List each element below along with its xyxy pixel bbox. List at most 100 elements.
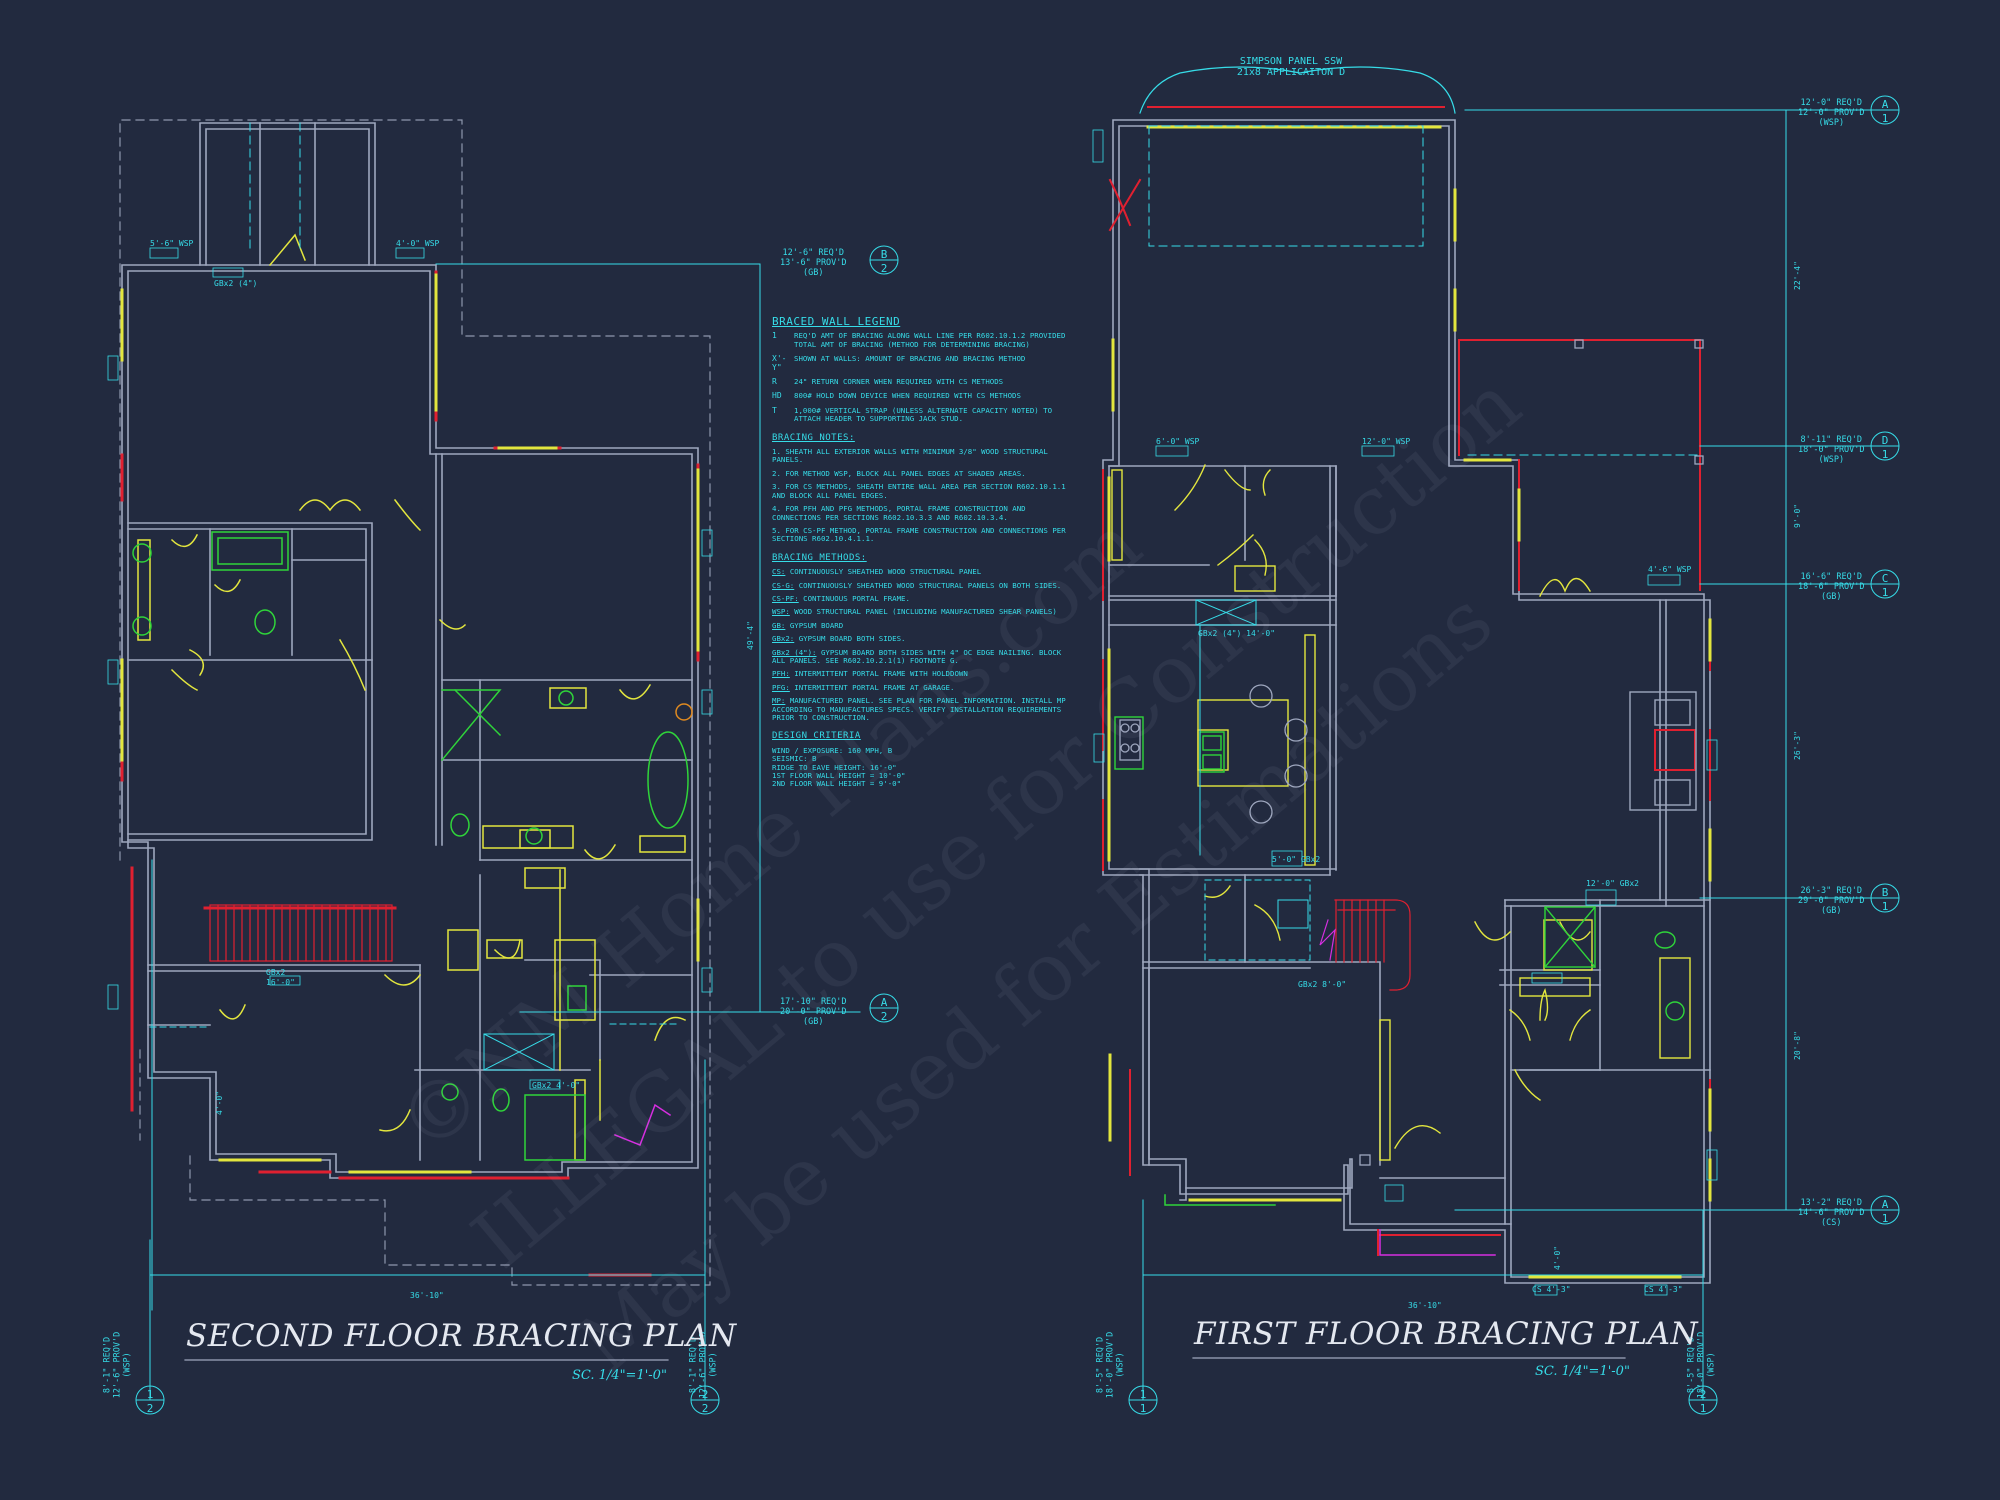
overall-dim: 36'-10" xyxy=(1408,1301,1442,1310)
bracing-callout: 8'-11" REQ'D 18'-0" PROV'D (WSP) xyxy=(1798,435,1865,465)
grid-letter: 1 xyxy=(1140,1388,1147,1401)
callout-prov: 12'-6" PROV'D xyxy=(112,1331,123,1399)
wall-label: 4'-0" WSP xyxy=(396,239,440,248)
method-text: GYPSUM BOARD xyxy=(789,620,844,630)
bracing-method: PFG: INTERMITTENT PORTAL FRAME AT GARAGE… xyxy=(772,682,1072,692)
bracing-method: PFH: INTERMITTENT PORTAL FRAME WITH HOLD… xyxy=(772,670,1072,678)
wall-label: GBx2 4'-0" xyxy=(532,1081,580,1090)
callout-req: 26'-3" REQ'D xyxy=(1800,886,1862,896)
overall-dim: 36'-10" xyxy=(410,1291,444,1300)
callout-method: (GB) xyxy=(1821,906,1842,916)
grid-number: 1 xyxy=(1882,586,1889,599)
legend-text: 800# HOLD DOWN DEVICE WHEN REQUIRED WITH… xyxy=(794,391,1021,401)
method-text: INTERMITTENT PORTAL FRAME WITH HOLDDOWN xyxy=(794,669,968,679)
wall-label: 6'-0" WSP xyxy=(1156,437,1200,446)
wall-label: CS 4'-3" xyxy=(1644,1285,1683,1294)
callout-method: (GB) xyxy=(803,268,824,278)
bracing-method: WSP: WOOD STRUCTURAL PANEL (INCLUDING MA… xyxy=(772,608,1072,616)
bracing-method: GBx2 (4"): GYPSUM BOARD BOTH SIDES WITH … xyxy=(772,647,1072,666)
method-tag: GB: xyxy=(772,620,786,630)
method-text: CONTINUOUS PORTAL FRAME. xyxy=(803,593,910,603)
right-dim: 26'-3" xyxy=(1793,731,1802,760)
wall-label: GBx2 (4") xyxy=(214,279,257,288)
wall-label: 5'-0" GBx2 xyxy=(1272,855,1320,864)
legend-symbol: X'-Y" xyxy=(772,354,787,372)
bracing-note: 3. FOR CS METHODS, SHEATH ENTIRE WALL AR… xyxy=(772,482,1066,500)
grid-number: 2 xyxy=(881,1010,888,1023)
vertical-dim: 49'-4" xyxy=(746,621,755,650)
wall-label: 5'-6" WSP xyxy=(150,239,194,248)
bracing-callout: 12'-6" REQ'D 13'-6" PROV'D (GB) xyxy=(780,248,847,278)
simpson-panel-label: SIMPSON PANEL SSW 21x8 APPLICAITON D xyxy=(1236,56,1346,78)
right-dim: 9'-0" xyxy=(1793,504,1802,528)
callout-req: 8'-5" REQ'D xyxy=(1095,1336,1106,1394)
first-floor-scale: SC. 1/4"=1'-0" xyxy=(1535,1364,1630,1379)
callout-method: (WSP) xyxy=(1706,1352,1717,1378)
first-floor-plan xyxy=(1092,66,1900,1415)
legend-item: HD 800# HOLD DOWN DEVICE WHEN REQUIRED W… xyxy=(772,391,1072,401)
wall-label: 4'-6" WSP xyxy=(1648,565,1692,574)
grid-letter: D xyxy=(1882,434,1889,447)
grid-number: 1 xyxy=(1882,448,1889,461)
callout-prov: 18'-6" PROV'D xyxy=(1798,582,1865,592)
legend-text: 24" RETURN CORNER WHEN REQUIRED WITH CS … xyxy=(794,377,1004,387)
design-criteria-title: DESIGN CRITERIA xyxy=(772,731,861,742)
bracing-callout: 26'-3" REQ'D 29'-0" PROV'D (GB) xyxy=(1798,886,1865,916)
callout-method: (WSP) xyxy=(1818,118,1845,128)
design-criterion: WIND / EXPOSURE: 160 MPH, B xyxy=(772,745,893,755)
callout-req: 12'-0" REQ'D xyxy=(1800,98,1862,108)
legend-title: BRACED WALL LEGEND xyxy=(772,315,901,328)
callout-req: 8'-1" REQ'D xyxy=(102,1336,113,1394)
legend-symbol: HD xyxy=(772,391,782,401)
method-tag: MP: xyxy=(772,696,786,706)
callout-prov: 14'-6" PROV'D xyxy=(1798,1208,1865,1218)
wall-label: CS 4'-3" xyxy=(1532,1285,1571,1294)
callout-req: 13'-2" REQ'D xyxy=(1800,1198,1862,1208)
method-tag: GBx2 (4"): xyxy=(772,647,817,657)
right-dim: 20'-8" xyxy=(1793,1031,1802,1060)
method-text: CONTINUOUSLY SHEATHED WOOD STRUCTURAL PA… xyxy=(789,567,982,577)
grid-number: 2 xyxy=(702,1402,709,1415)
grid-number: 1 xyxy=(1882,112,1889,125)
method-tag: PFG: xyxy=(772,682,790,692)
callout-prov: 12'-0" PROV'D xyxy=(1798,108,1865,118)
wall-label: 12'-0" WSP xyxy=(1362,437,1410,446)
bracing-note: 4. FOR PFH AND PFG METHODS, PORTAL FRAME… xyxy=(772,504,1026,522)
grid-letter: 1 xyxy=(147,1388,154,1401)
grid-letter: 2 xyxy=(1700,1388,1707,1401)
wall-label: 16'-0" xyxy=(266,978,295,987)
bracing-callout: 13'-2" REQ'D 14'-6" PROV'D (CS) xyxy=(1798,1198,1865,1228)
callout-prov: 18'-0" PROV'D xyxy=(1798,445,1865,455)
wall-label: GBx2 8'-0" xyxy=(1298,980,1346,989)
braced-wall-legend: BRACED WALL LEGEND 1 REQ'D AMT OF BRACIN… xyxy=(772,315,1072,789)
wall-label: 4'-0" xyxy=(215,1091,224,1115)
callout-method: (CS) xyxy=(1821,1218,1842,1228)
method-text: WOOD STRUCTURAL PANEL (INCLUDING MANUFAC… xyxy=(794,607,1057,617)
wall-label: 4'-0" xyxy=(1553,1246,1562,1270)
bracing-note: 2. FOR METHOD WSP, BLOCK ALL PANEL EDGES… xyxy=(772,468,1026,478)
grid-number: 2 xyxy=(147,1402,154,1415)
bracing-callout: 12'-0" REQ'D 12'-0" PROV'D (WSP) xyxy=(1798,98,1865,128)
method-text: INTERMITTENT PORTAL FRAME AT GARAGE. xyxy=(794,682,955,692)
bracing-callout-left: 8'-5" REQ'D 18'-0" PROV'D (WSP) xyxy=(1095,1332,1125,1399)
bracing-methods-title: BRACING METHODS: xyxy=(772,552,867,563)
bracing-method: CS: CONTINUOUSLY SHEATHED WOOD STRUCTURA… xyxy=(772,567,1072,577)
method-text: GYPSUM BOARD BOTH SIDES. xyxy=(798,634,906,644)
grid-number: 1 xyxy=(1882,1212,1889,1225)
callout-method: (GB) xyxy=(1821,592,1842,602)
grid-letter: B xyxy=(1882,886,1889,899)
grid-number: 1 xyxy=(1882,900,1889,913)
legend-text: 1,000# VERTICAL STRAP (UNLESS ALTERNATE … xyxy=(794,405,1053,424)
second-floor-scale: SC. 1/4"=1'-0" xyxy=(572,1368,667,1383)
wall-label: GBx2 xyxy=(266,968,285,977)
callout-prov: 18'-0" PROV'D xyxy=(1105,1331,1116,1399)
method-text: CONTINUOUSLY SHEATHED WOOD STRUCTURAL PA… xyxy=(798,580,1062,590)
callout-prov: 29'-0" PROV'D xyxy=(1798,896,1865,906)
design-criterion: RIDGE TO EAVE HEIGHT: 16'-0" xyxy=(772,762,897,772)
method-tag: PFH: xyxy=(772,669,790,679)
bracing-method: CS-PF: CONTINUOUS PORTAL FRAME. xyxy=(772,593,1072,603)
method-tag: CS-PF: xyxy=(772,593,799,603)
bracing-notes-title: BRACING NOTES: xyxy=(772,432,855,443)
bracing-callout: 16'-6" REQ'D 18'-6" PROV'D (GB) xyxy=(1798,572,1865,602)
